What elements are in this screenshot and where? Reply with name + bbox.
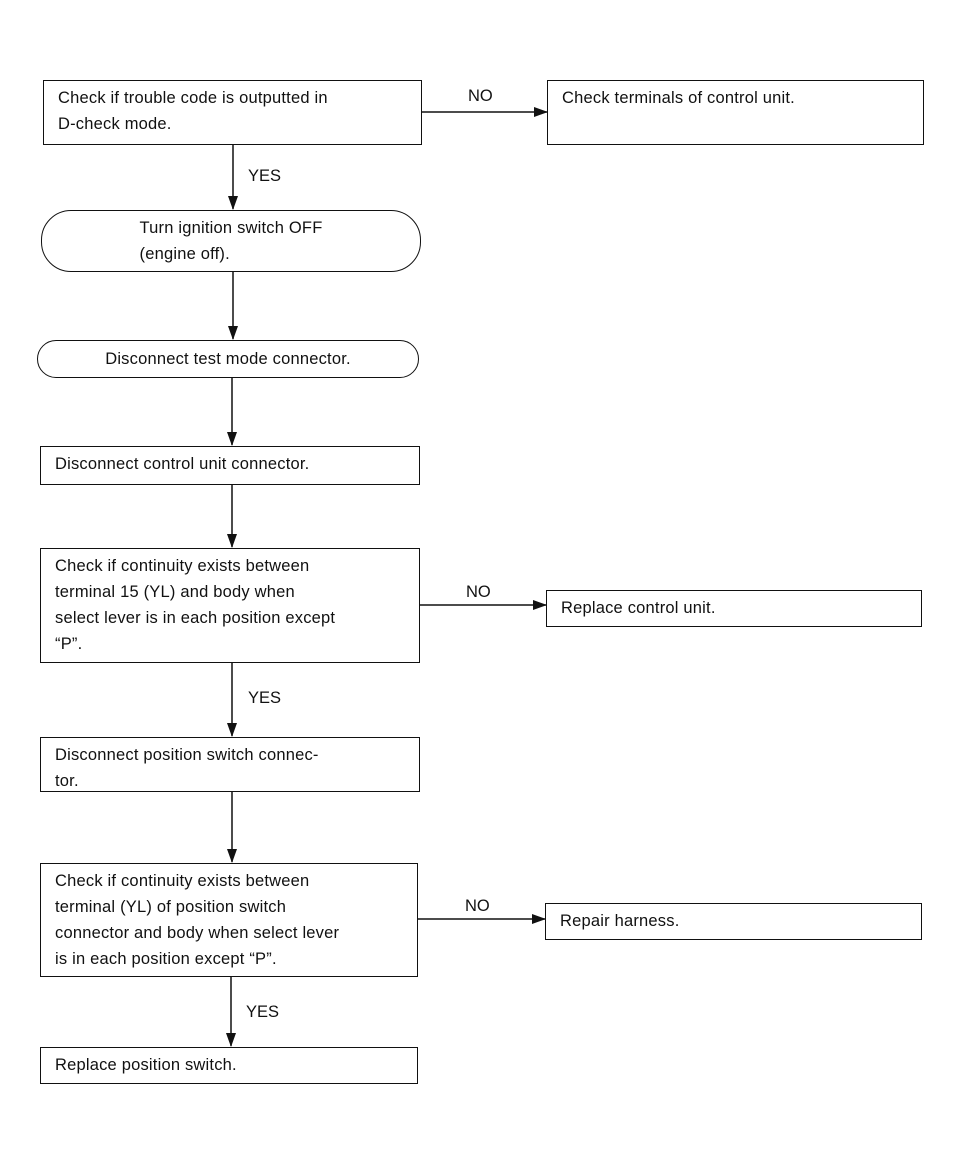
- label-yes-2: YES: [248, 689, 282, 707]
- step-disconnect-test-mode: Disconnect test mode connector.: [37, 340, 419, 378]
- step-replace-control-unit: Replace control unit.: [546, 590, 922, 627]
- label-no-1: NO: [468, 87, 493, 105]
- label-no-3: NO: [465, 897, 490, 915]
- step-check-trouble-code: Check if trouble code is outputted in D-…: [43, 80, 422, 145]
- step-disconnect-control-unit: Disconnect control unit connector.: [40, 446, 420, 485]
- step-check-continuity-terminal-15: Check if continuity exists between termi…: [40, 548, 420, 663]
- label-yes-3: YES: [246, 1003, 280, 1021]
- step-turn-ignition-off: Turn ignition switch OFF (engine off).: [41, 210, 421, 272]
- label-no-2: NO: [466, 583, 491, 601]
- step-check-continuity-position-switch: Check if continuity exists between termi…: [40, 863, 418, 977]
- step-repair-harness: Repair harness.: [545, 903, 922, 940]
- step-replace-position-switch: Replace position switch.: [40, 1047, 418, 1084]
- label-yes-1: YES: [248, 167, 282, 185]
- step-disconnect-position-switch: Disconnect position switch connec- tor.: [40, 737, 420, 792]
- step-check-terminals: Check terminals of control unit.: [547, 80, 924, 145]
